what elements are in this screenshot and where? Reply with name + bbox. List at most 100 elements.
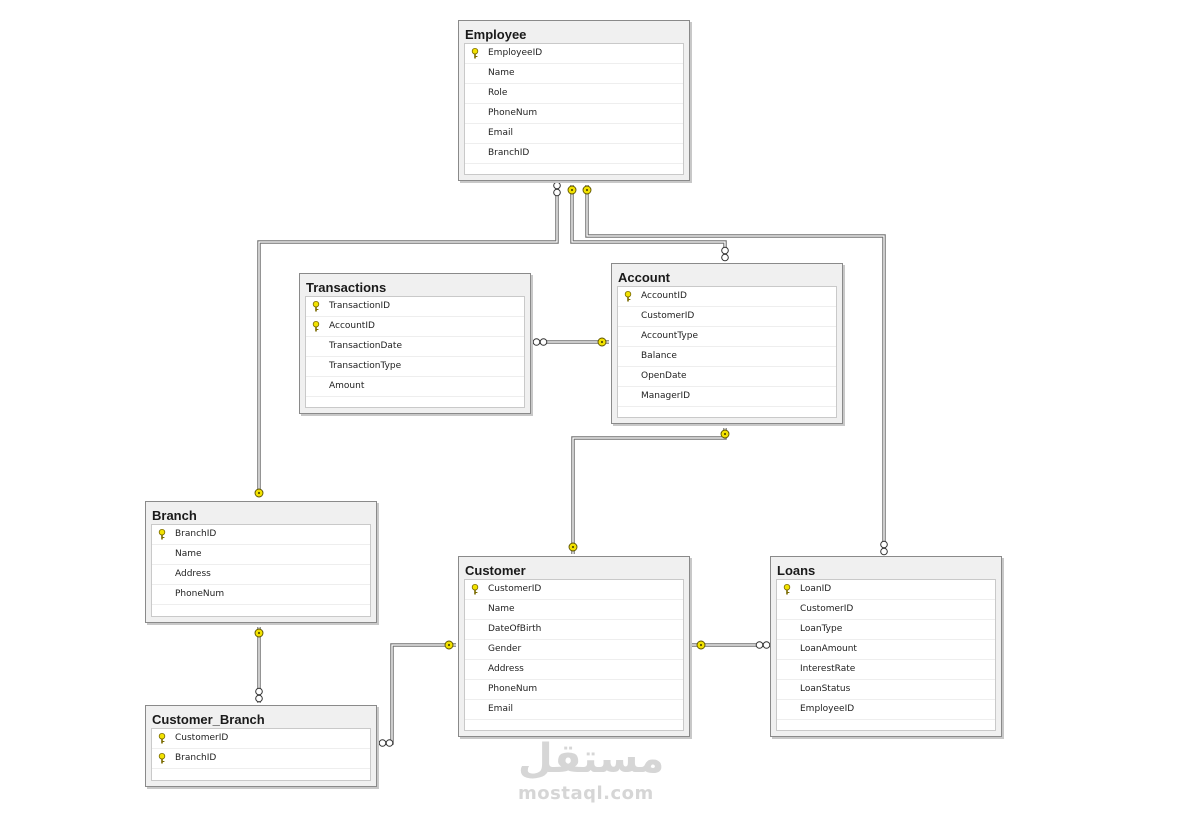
column-row[interactable]: Balance: [618, 347, 836, 367]
column-row[interactable]: ManagerID: [618, 387, 836, 407]
column-row[interactable]: AccountID: [306, 317, 524, 337]
column-row[interactable]: AccountID: [618, 287, 836, 307]
column-name: TransactionID: [329, 301, 391, 311]
column-row[interactable]: Email: [465, 700, 683, 720]
column-name: Amount: [329, 381, 365, 391]
column-row[interactable]: CustomerID: [777, 600, 995, 620]
column-row[interactable]: Name: [465, 64, 683, 84]
column-name: LoanAmount: [800, 644, 857, 654]
column-name: Name: [488, 604, 515, 614]
column-row[interactable]: EmployeeID: [465, 44, 683, 64]
column-name: TransactionDate: [329, 341, 402, 351]
many-end-icon: [255, 687, 263, 703]
column-row[interactable]: LoanStatus: [777, 680, 995, 700]
column-name: Name: [488, 68, 515, 78]
column-name: BranchID: [175, 529, 217, 539]
column-name: Gender: [488, 644, 522, 654]
column-row[interactable]: Gender: [465, 640, 683, 660]
column-row[interactable]: AccountType: [618, 327, 836, 347]
column-row[interactable]: PhoneNum: [152, 585, 370, 605]
link-employee-account: [570, 185, 727, 261]
column-name: Address: [175, 569, 211, 579]
column-row[interactable]: InterestRate: [777, 660, 995, 680]
many-end-icon: [880, 540, 888, 556]
column-row[interactable]: PhoneNum: [465, 680, 683, 700]
column-name: ManagerID: [641, 391, 691, 401]
primary-key-icon: [312, 321, 320, 332]
column-name: DateOfBirth: [488, 624, 542, 634]
column-name: LoanStatus: [800, 684, 851, 694]
table-title: Loans: [777, 563, 816, 578]
column-row[interactable]: CustomerID: [152, 729, 370, 749]
column-row[interactable]: PhoneNum: [465, 104, 683, 124]
column-name: Role: [488, 88, 508, 98]
table-title: Account: [618, 270, 670, 285]
column-row[interactable]: TransactionDate: [306, 337, 524, 357]
column-row[interactable]: BranchID: [152, 749, 370, 769]
column-name: Balance: [641, 351, 677, 361]
column-name: InterestRate: [800, 664, 856, 674]
primary-key-icon: [158, 529, 166, 540]
primary-key-icon: [624, 291, 632, 302]
many-end-icon: [378, 739, 394, 747]
column-row[interactable]: LoanAmount: [777, 640, 995, 660]
column-row[interactable]: Address: [152, 565, 370, 585]
column-row[interactable]: TransactionType: [306, 357, 524, 377]
column-row[interactable]: DateOfBirth: [465, 620, 683, 640]
column-name: AccountID: [641, 291, 687, 301]
column-row[interactable]: LoanID: [777, 580, 995, 600]
watermark-latin: mostaql.com: [518, 783, 654, 804]
many-end-icon: [755, 641, 771, 649]
table-title: Transactions: [306, 280, 387, 295]
column-row[interactable]: BranchID: [465, 144, 683, 164]
column-row[interactable]: Email: [465, 124, 683, 144]
column-row[interactable]: EmployeeID: [777, 700, 995, 720]
column-name: EmployeeID: [488, 48, 543, 58]
primary-key-icon: [471, 584, 479, 595]
column-name: CustomerID: [800, 604, 854, 614]
column-row[interactable]: Amount: [306, 377, 524, 397]
table-title: Customer_Branch: [152, 712, 265, 727]
column-row[interactable]: CustomerID: [618, 307, 836, 327]
many-end-icon: [553, 181, 561, 197]
link-account-customer: [571, 428, 727, 554]
column-row[interactable]: Role: [465, 84, 683, 104]
column-name: AccountID: [329, 321, 375, 331]
column-name: Name: [175, 549, 202, 559]
column-row[interactable]: TransactionID: [306, 297, 524, 317]
column-row[interactable]: BranchID: [152, 525, 370, 545]
column-row[interactable]: Address: [465, 660, 683, 680]
column-row[interactable]: LoanType: [777, 620, 995, 640]
table-title: Branch: [152, 508, 197, 523]
column-row[interactable]: Name: [465, 600, 683, 620]
column-name: Email: [488, 128, 513, 138]
column-name: Email: [488, 704, 513, 714]
primary-key-icon: [312, 301, 320, 312]
column-name: EmployeeID: [800, 704, 855, 714]
column-row[interactable]: OpenDate: [618, 367, 836, 387]
column-row[interactable]: Name: [152, 545, 370, 565]
primary-key-icon: [471, 48, 479, 59]
column-name: TransactionType: [329, 361, 402, 371]
table-title: Customer: [465, 563, 526, 578]
column-name: AccountType: [641, 331, 699, 341]
many-end-icon: [721, 246, 729, 262]
column-row[interactable]: CustomerID: [465, 580, 683, 600]
column-name: BranchID: [488, 148, 530, 158]
primary-key-icon: [783, 584, 791, 595]
column-name: CustomerID: [641, 311, 695, 321]
table-title: Employee: [465, 27, 527, 42]
